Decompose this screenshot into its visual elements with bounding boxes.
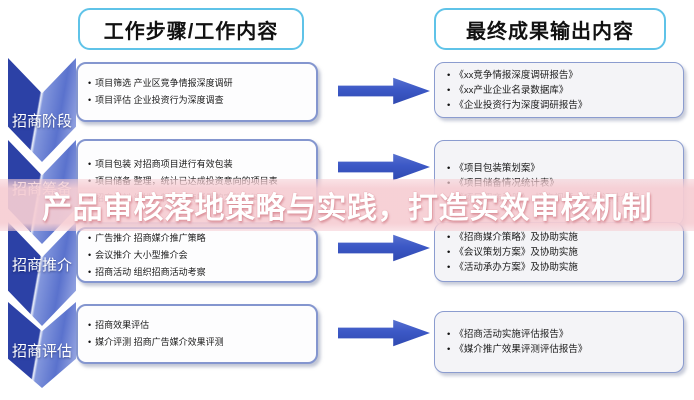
output-item: 《企业投资行为深度调研报告》: [447, 98, 587, 113]
banner-title: 产品审核落地策略与实践，打造实效审核机制: [42, 192, 652, 225]
outputs-box: 《xx竞争情报深度调研报告》 《xx产业企业名录数据库》 《企业投资行为深度调研…: [434, 62, 684, 118]
right-arrow-icon: [338, 234, 430, 262]
stage-label: 招商推介: [11, 257, 72, 274]
steps-box: 项目筛选 产业区竞争情报深度调研 项目评估 企业投资行为深度调查: [76, 62, 318, 122]
step-item: 项目筛选 产业区竞争情报深度调研: [88, 75, 233, 92]
right-arrow-icon: [338, 153, 430, 181]
step-item: 项目包装 对招商项目进行有效包装: [88, 156, 278, 173]
step-item: 招商活动 组织招商活动考察: [88, 264, 206, 281]
title-banner: 产品审核落地策略与实践，打造实效审核机制: [0, 179, 694, 231]
output-item: 《项目包装策划案》: [447, 161, 640, 176]
step-item: 会议推介 大小型推介会: [88, 247, 206, 264]
step-item: 招商效果评估: [88, 317, 224, 334]
output-item: 《活动承办方案》及协助实施: [447, 260, 578, 275]
outputs-column-header: 最终成果输出内容: [434, 8, 666, 50]
output-item: 《媒介推广效果评测评估报告》: [447, 342, 587, 357]
output-item: 《招商活动实施评估报告》: [447, 327, 587, 342]
steps-box: 招商效果评估 媒介评测 招商广告媒介效果评测: [76, 304, 318, 364]
stage-label: 招商阶段: [11, 113, 72, 130]
outputs-box: 《招商活动实施评估报告》 《媒介推广效果评测评估报告》: [434, 311, 684, 373]
step-item: 广告推介 招商媒介推广策略: [88, 230, 206, 247]
steps-column-header: 工作步骤/工作内容: [78, 8, 304, 50]
output-item: 《xx产业企业名录数据库》: [447, 83, 587, 98]
output-item: 《xx竞争情报深度调研报告》: [447, 68, 587, 83]
steps-box: 广告推介 招商媒介推广策略 会议推介 大小型推介会 招商活动 组织招商活动考察: [76, 227, 318, 283]
output-item: 《会议策划方案》及协助实施: [447, 245, 578, 260]
outputs-box: 《招商媒介策略》及协助实施 《会议策划方案》及协助实施 《活动承办方案》及协助实…: [434, 222, 684, 282]
right-arrow-icon: [338, 77, 430, 105]
stage-label: 招商评估: [11, 343, 72, 360]
step-item: 媒介评测 招商广告媒介效果评测: [88, 334, 224, 351]
step-item: 项目评估 企业投资行为深度调查: [88, 92, 233, 109]
output-item: 《招商媒介策略》及协助实施: [447, 230, 578, 245]
right-arrow-icon: [338, 319, 430, 347]
